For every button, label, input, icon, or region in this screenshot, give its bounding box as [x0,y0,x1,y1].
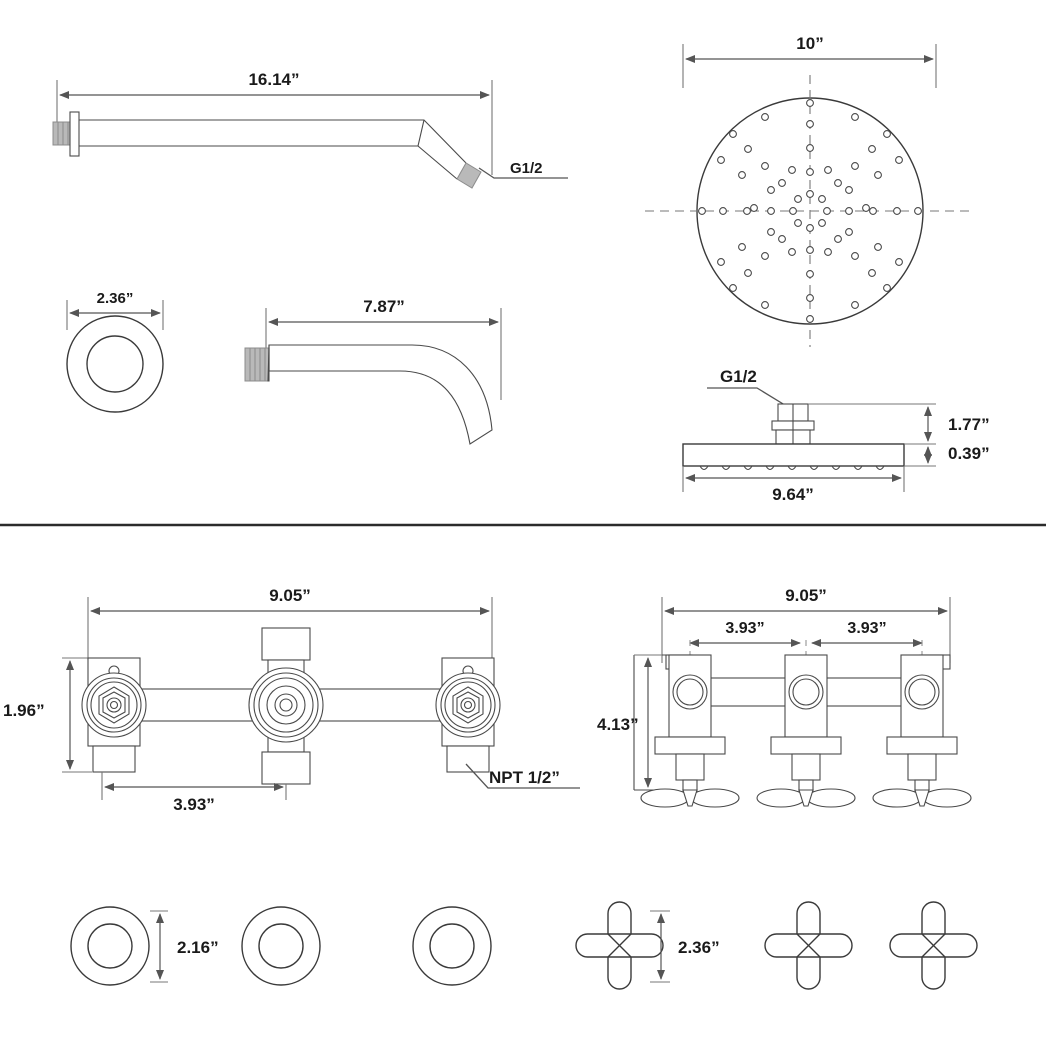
valve-side-spacing-left-label: 3.93” [725,620,764,637]
valve-thread-label: NPT 1/2” [489,768,560,787]
valve-side-unit-2 [756,640,856,808]
valve-body-side-view: 9.05” 3.93” 3.93” 4.13” [597,586,972,808]
valve-side-unit-3 [872,640,972,808]
shower-arm-drawing: G1/2 16.14” [52,70,568,189]
valve-right-front [435,657,501,773]
cross-handle-3 [889,901,978,990]
valve-front-width-label: 9.05” [269,586,311,605]
arm-length-label: 16.14” [248,70,299,89]
handle-diameter-label: 2.36” [678,938,720,957]
valve-left-front [81,657,147,773]
head-height-label: 1.77” [948,415,990,434]
shower-head-nozzles [698,99,922,323]
flange-diameter-label: 2.36” [97,290,134,307]
shower-head-top-view: 10” [645,34,975,347]
valve-front-height-label: 1.96” [3,701,45,720]
tub-spout-drawing: 7.87” [244,297,502,445]
valve-center-front [248,627,324,785]
head-thickness-label: 0.39” [948,444,990,463]
escutcheon-diameter-label: 2.16” [177,938,219,957]
valve-side-spacing-right-label: 3.93” [847,620,886,637]
arm-thread-label: G1/2 [510,160,543,177]
valve-body-front-view: 9.05” 1.96” [3,586,580,814]
valve-side-height-label: 4.13” [597,715,639,734]
cross-handle-row-drawing: 2.36” [575,901,978,990]
head-thread-label: G1/2 [720,367,757,386]
shower-head-side-nozzles [699,465,885,471]
spout-length-label: 7.87” [363,297,405,316]
escutcheon-row-drawing: 2.16” [70,906,492,986]
cross-handle-1 [575,901,664,990]
valve-side-unit-1 [640,640,740,808]
shower-head-side-view: G1/2 1.77” 0.39” 9.6 [682,367,990,504]
head-diameter-label: 10” [796,34,823,53]
flange-ring-drawing: 2.36” [66,290,164,413]
cross-handle-2 [764,901,853,990]
valve-front-spacing-label: 3.93” [173,795,215,814]
valve-side-width-label: 9.05” [785,586,827,605]
head-face-width-label: 9.64” [772,485,814,504]
